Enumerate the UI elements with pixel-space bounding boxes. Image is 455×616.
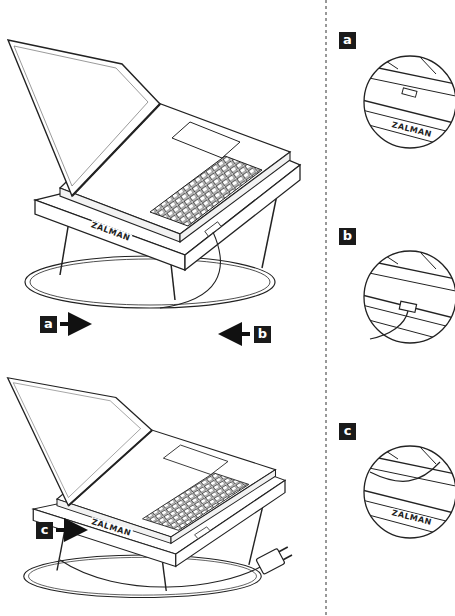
callout-letter: b bbox=[339, 228, 356, 245]
callout-letter: a bbox=[40, 316, 57, 333]
brand-name: ZALMAN bbox=[390, 120, 434, 139]
brand-name: ZALMAN bbox=[89, 220, 132, 243]
callout-letter: a bbox=[339, 32, 356, 49]
callout-letter: c bbox=[36, 522, 53, 539]
brand-name: ZALMAN bbox=[390, 508, 434, 527]
callout-letter: c bbox=[339, 423, 356, 440]
brand-name: ZALMAN bbox=[89, 517, 133, 538]
callout-letter: b bbox=[254, 326, 271, 343]
